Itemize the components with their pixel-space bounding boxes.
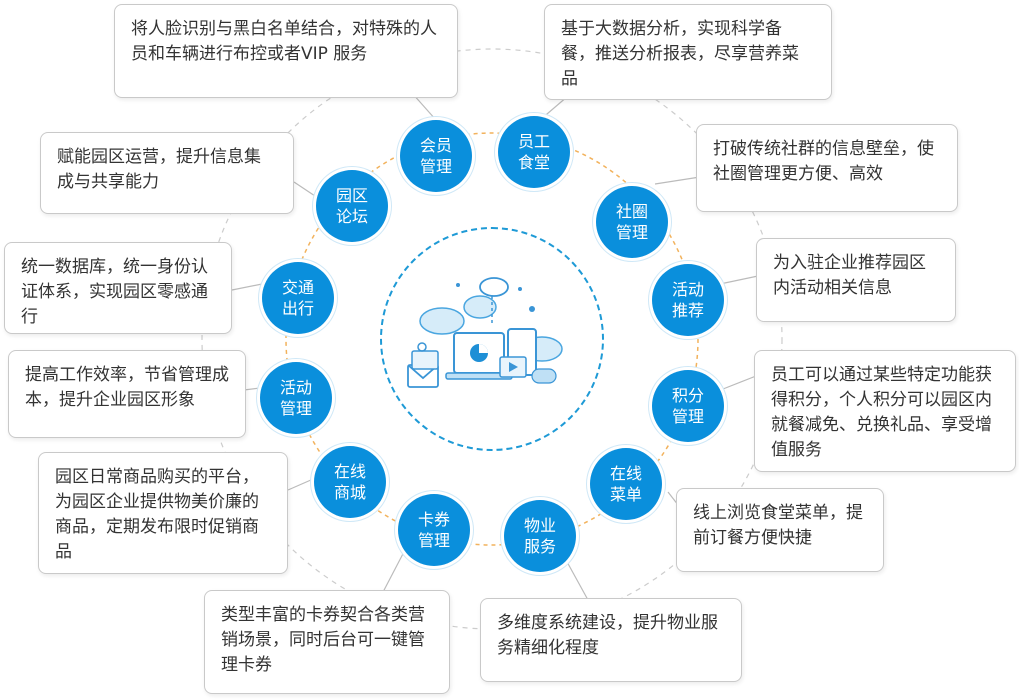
node-community[interactable]: 社圈管理 — [596, 186, 668, 258]
node-forum[interactable]: 园区论坛 — [316, 170, 388, 242]
node-label: 在线菜单 — [609, 464, 642, 504]
desc-box-traffic: 统一数据库，统一身份认证体系，实现园区零感通行 — [4, 242, 232, 334]
desc-text: 将人脸识别与黑白名单结合，对特殊的人员和车辆进行布控或者VIP 服务 — [131, 19, 437, 64]
connector-forum — [293, 181, 319, 199]
node-mall[interactable]: 在线商城 — [314, 446, 386, 518]
desc-box-points: 员工可以通过某些特定功能获得积分，个人积分可以园区内就餐减免、兑换礼品、享受增值… — [754, 350, 1016, 472]
desc-box-activity-manage: 提高工作效率，节省管理成本，提升企业园区形象 — [8, 350, 246, 438]
node-label: 社圈管理 — [615, 202, 648, 242]
cloud-devices-illustration — [407, 277, 563, 388]
desc-box-member: 将人脸识别与黑白名单结合，对特殊的人员和车辆进行布控或者VIP 服务 — [114, 4, 458, 98]
connector-property — [565, 559, 589, 601]
outer-gray-ring — [201, 48, 783, 630]
node-points[interactable]: 积分管理 — [652, 370, 724, 442]
node-activity-manage[interactable]: 活动管理 — [260, 362, 332, 434]
node-label: 会员管理 — [419, 136, 452, 176]
desc-text: 线上浏览食堂菜单，提前订餐方便快捷 — [693, 503, 863, 548]
node-canteen[interactable]: 员工食堂 — [498, 116, 570, 188]
desc-box-activity-recommend: 为入驻企业推荐园区内活动相关信息 — [756, 238, 956, 322]
desc-text: 提高工作效率，节省管理成本，提升企业园区形象 — [25, 365, 229, 410]
node-label: 园区论坛 — [335, 186, 368, 226]
upload-cloud-icon — [479, 277, 509, 297]
desc-text: 员工可以通过某些特定功能获得积分，个人积分可以园区内就餐减免、兑换礼品、享受增值… — [771, 365, 992, 460]
central-cloud-hub — [380, 227, 604, 451]
desc-text: 打破传统社群的信息壁垒，使社圈管理更方便、高效 — [713, 139, 934, 184]
node-coupon[interactable]: 卡券管理 — [398, 494, 470, 566]
desc-text: 基于大数据分析，实现科学备餐，推送分析报表，尽享营养菜品 — [561, 19, 799, 89]
desc-box-online-menu: 线上浏览食堂菜单，提前订餐方便快捷 — [676, 488, 884, 572]
node-label: 交通出行 — [281, 278, 314, 318]
desc-box-canteen: 基于大数据分析，实现科学备餐，推送分析报表，尽享营养菜品 — [544, 4, 832, 100]
node-online-menu[interactable]: 在线菜单 — [590, 448, 662, 520]
desc-text: 园区日常商品购买的平台，为园区企业提供物美价廉的商品，定期发布限时促销商品 — [55, 467, 259, 562]
desc-box-property: 多维度系统建设，提升物业服务精细化程度 — [480, 598, 742, 682]
node-label: 员工食堂 — [517, 132, 550, 172]
connector-coupon — [381, 547, 407, 595]
connector-points — [722, 375, 757, 390]
desc-box-coupon: 类型丰富的卡券契合各类营销场景，同时后台可一键管理卡券 — [204, 590, 450, 694]
node-label: 卡券管理 — [417, 510, 450, 550]
desc-text: 多维度系统建设，提升物业服务精细化程度 — [497, 613, 718, 658]
inner-orange-ring — [285, 132, 699, 546]
node-label: 积分管理 — [671, 386, 704, 426]
node-property[interactable]: 物业服务 — [504, 500, 576, 572]
node-member[interactable]: 会员管理 — [400, 120, 472, 192]
desc-text: 为入驻企业推荐园区内活动相关信息 — [773, 253, 926, 298]
node-label: 物业服务 — [523, 516, 556, 556]
connector-traffic — [231, 283, 263, 291]
node-label: 活动推荐 — [671, 280, 704, 320]
connector-community — [654, 176, 701, 185]
desc-text: 赋能园区运营，提升信息集成与共享能力 — [57, 147, 261, 192]
connector-activity-recommend — [719, 275, 759, 285]
node-label: 活动管理 — [279, 378, 312, 418]
desc-box-forum: 赋能园区运营，提升信息集成与共享能力 — [40, 132, 294, 214]
desc-text: 统一数据库，统一身份认证体系，实现园区零感通行 — [21, 257, 208, 327]
desc-box-community: 打破传统社群的信息壁垒，使社圈管理更方便、高效 — [696, 124, 958, 212]
connector-activity-manage — [243, 387, 261, 391]
node-traffic[interactable]: 交通出行 — [262, 262, 334, 334]
node-label: 在线商城 — [333, 462, 366, 502]
node-activity-recommend[interactable]: 活动推荐 — [652, 264, 724, 336]
connector-canteen — [539, 95, 569, 121]
desc-text: 类型丰富的卡券契合各类营销场景，同时后台可一键管理卡券 — [221, 605, 425, 675]
desc-box-mall: 园区日常商品购买的平台，为园区企业提供物美价廉的商品，定期发布限时促销商品 — [38, 452, 288, 574]
